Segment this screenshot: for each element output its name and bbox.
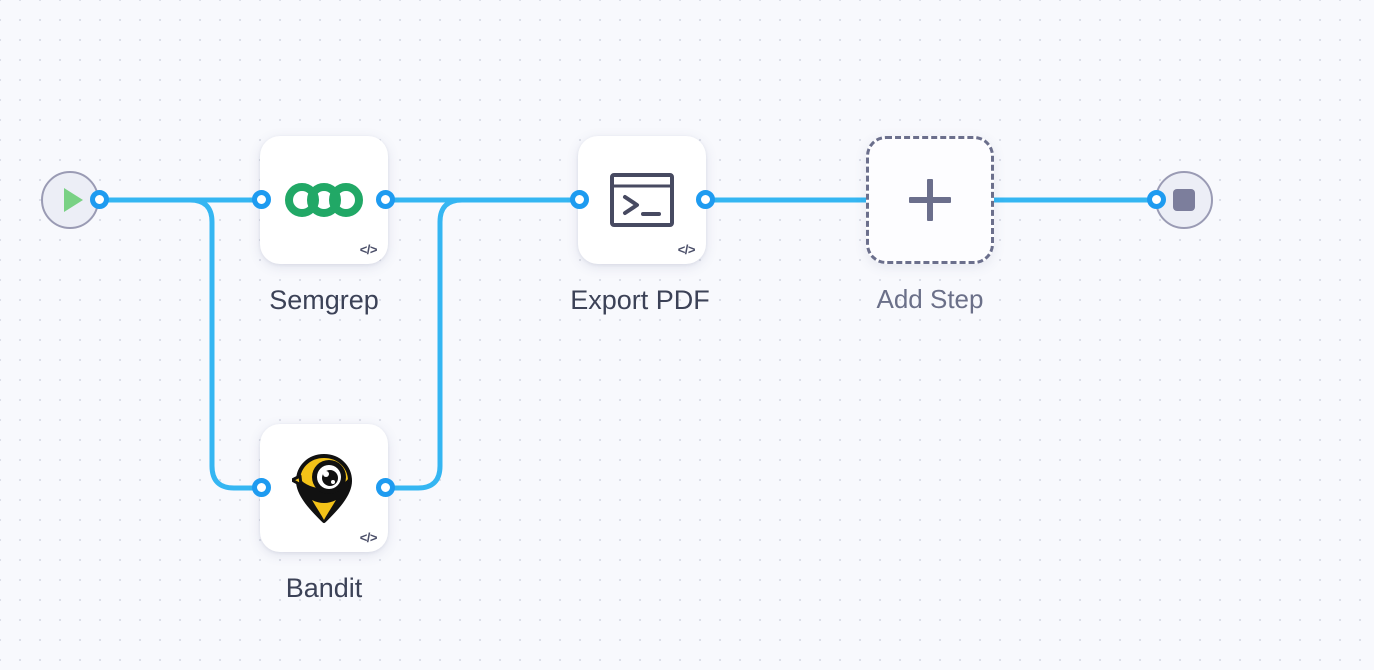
add-step-button[interactable]: [866, 136, 994, 264]
step-card-bandit[interactable]: </>: [260, 424, 388, 552]
export-pdf-input-handle[interactable]: [570, 190, 589, 209]
add-step-label: Add Step: [876, 284, 984, 314]
semgrep-input-handle[interactable]: [252, 190, 271, 209]
step-label-semgrep: Semgrep: [269, 285, 379, 315]
start-node-output-handle[interactable]: [90, 190, 109, 209]
export-pdf-output-handle[interactable]: [696, 190, 715, 209]
edge-bandit-exportpdf: [383, 197, 583, 491]
step-label-export-pdf: Export PDF: [570, 285, 710, 315]
step-card-semgrep[interactable]: </>: [260, 136, 388, 264]
code-badge-icon: </>: [359, 242, 378, 257]
edge-start-bandit: [97, 197, 265, 491]
plus-icon: [909, 179, 951, 221]
bandit-input-handle[interactable]: [252, 478, 271, 497]
end-node-input-handle[interactable]: [1147, 190, 1166, 209]
step-card-export-pdf[interactable]: </>: [578, 136, 706, 264]
step-label-bandit: Bandit: [285, 573, 363, 603]
bandit-output-handle[interactable]: [376, 478, 395, 497]
play-icon: [63, 188, 83, 212]
semgrep-logo-icon: [285, 183, 363, 217]
code-badge-icon: </>: [677, 242, 696, 257]
bandit-bird-icon: [292, 454, 352, 523]
stop-icon: [1173, 189, 1195, 211]
start-node[interactable]: [41, 171, 99, 229]
terminal-icon: [610, 173, 674, 227]
semgrep-output-handle[interactable]: [376, 190, 395, 209]
code-badge-icon: </>: [359, 530, 378, 545]
